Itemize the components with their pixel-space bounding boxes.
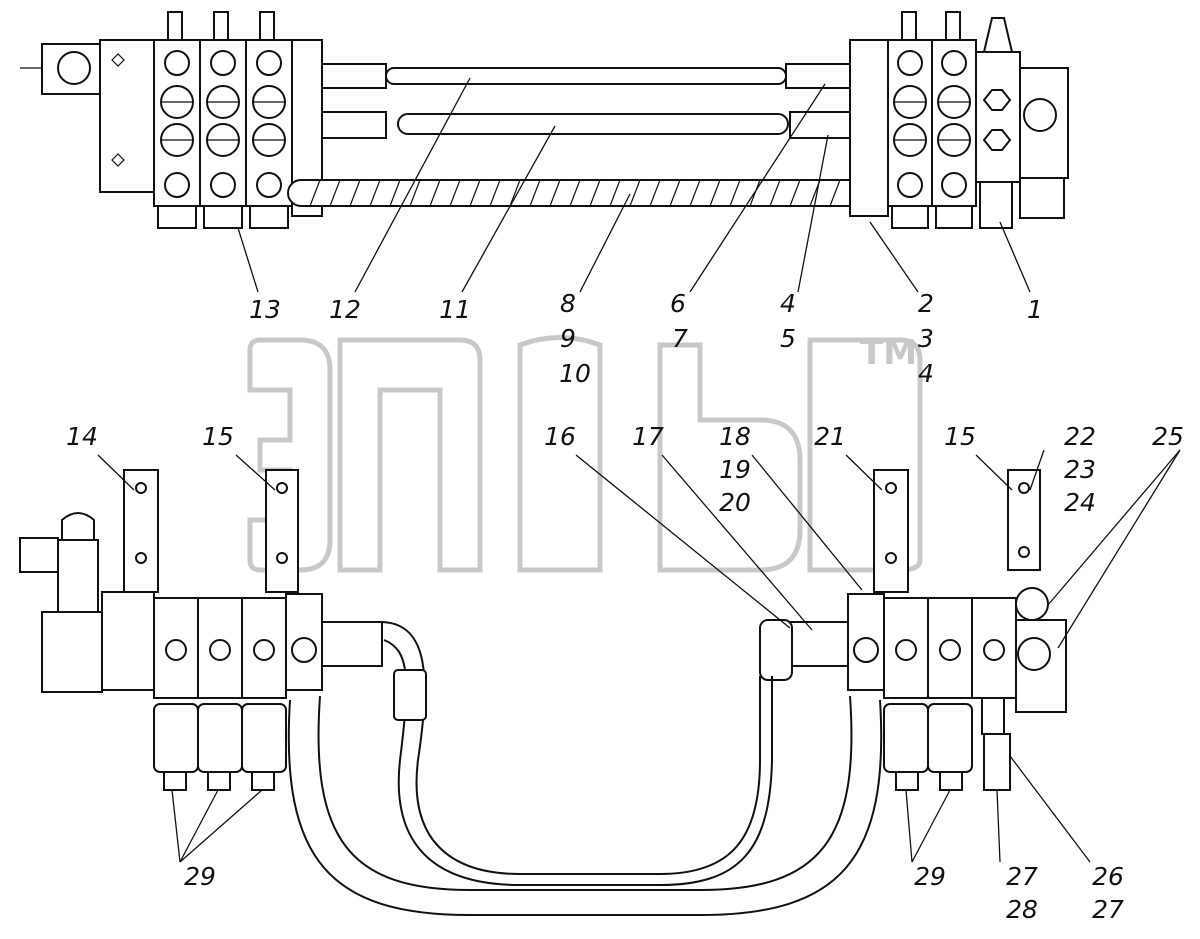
callout-c23: 23 — [1064, 455, 1096, 484]
top-relief-section — [975, 51, 1021, 183]
bottom-right-sections — [883, 597, 1017, 791]
callout-c5: 5 — [780, 324, 796, 353]
bracket-15-right — [1007, 469, 1041, 571]
bottom-pipe-inner — [379, 621, 761, 875]
callout-c13: 13 — [249, 295, 281, 324]
callout-c17: 17 — [632, 422, 664, 451]
callout-c20: 20 — [719, 488, 751, 517]
top-right-endplate — [849, 39, 889, 217]
top-leader-lines — [237, 77, 1031, 293]
callout-c16: 16 — [544, 422, 576, 451]
callout-c6: 6 — [670, 289, 686, 318]
callout-c29a: 29 — [184, 862, 216, 891]
top-left-sections — [153, 11, 293, 229]
callout-c26: 26 — [1092, 862, 1124, 891]
bottom-view-assembly — [19, 469, 1067, 916]
callout-c28: 28 — [1006, 895, 1038, 924]
bottom-solenoid — [41, 611, 103, 693]
callout-c25: 25 — [1152, 422, 1184, 451]
watermark-tm: TM — [860, 333, 917, 373]
callout-c19: 19 — [719, 455, 751, 484]
callout-c29b: 29 — [914, 862, 946, 891]
callout-c22: 22 — [1064, 422, 1096, 451]
callout-c21: 21 — [814, 422, 846, 451]
callout-c4b: 4 — [918, 359, 934, 388]
bottom-braided-hose — [287, 699, 883, 916]
callout-c8: 8 — [560, 289, 576, 318]
callout-c4a: 4 — [780, 289, 796, 318]
callout-c11: 11 — [439, 295, 471, 324]
callout-c1: 1 — [1027, 295, 1043, 324]
bottom-left-sections — [153, 597, 287, 791]
top-pipe-upper — [385, 67, 787, 85]
bracket-14 — [123, 469, 159, 593]
bracket-21 — [873, 469, 909, 593]
callout-c15b: 15 — [944, 422, 976, 451]
callout-c3: 3 — [918, 324, 934, 353]
watermark-logo: TM — [247, 333, 923, 573]
bottom-pipe-outer — [383, 639, 773, 886]
top-view-assembly — [20, 11, 1069, 229]
callout-c14: 14 — [66, 422, 98, 451]
top-right-sections — [887, 11, 977, 229]
callout-c15a: 15 — [202, 422, 234, 451]
bottom-leader-lines — [97, 449, 1181, 863]
bracket-15-left — [265, 469, 299, 593]
callout-c27a: 27 — [1006, 862, 1038, 891]
callout-c9: 9 — [560, 324, 576, 353]
top-inlet-plate — [99, 39, 155, 193]
callout-c7: 7 — [672, 324, 688, 353]
callout-c27b: 27 — [1092, 895, 1124, 924]
callout-c18: 18 — [719, 422, 751, 451]
callout-c12: 12 — [329, 295, 361, 324]
callout-c10: 10 — [559, 359, 591, 388]
callout-c24: 24 — [1064, 488, 1096, 517]
top-pipe-lower — [397, 113, 789, 135]
callout-c2: 2 — [918, 289, 934, 318]
